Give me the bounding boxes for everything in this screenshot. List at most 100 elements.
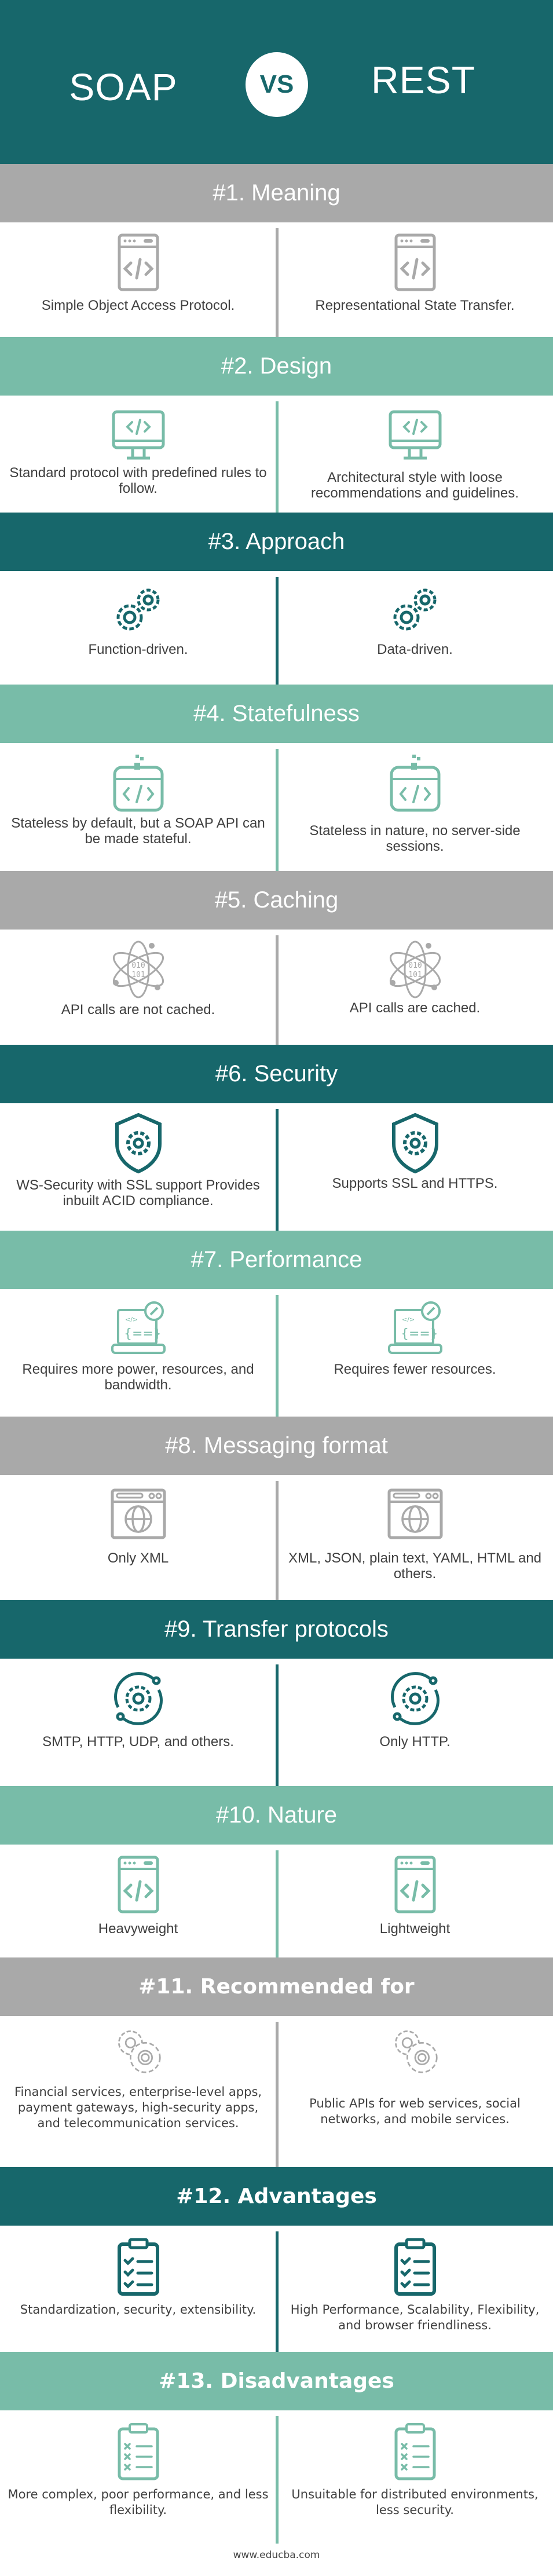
soap-column: Stateless by default, but a SOAP API can… — [0, 743, 276, 871]
section-title: #13. Disadvantages — [0, 2352, 553, 2410]
rest-column: Data-driven. — [277, 571, 553, 685]
code-window-pixels-icon — [390, 755, 440, 812]
clipboard-x-icon — [118, 2423, 159, 2480]
soap-description: Requires more power, resources, and band… — [22, 1362, 254, 1393]
section-body: Standardization, security, extensibility… — [0, 2226, 553, 2352]
shield-gear-icon — [391, 1113, 438, 1174]
soap-description: Only XML — [107, 1550, 169, 1566]
column-divider — [276, 401, 279, 513]
rest-title: REST — [371, 58, 476, 101]
code-window-icon — [118, 1856, 159, 1913]
hero-header: SOAP VS REST — [0, 0, 553, 164]
section-12: #12. Advantages Standardization, securit… — [0, 2167, 553, 2352]
soap-description: More complex, poor performance, and less… — [8, 2487, 269, 2517]
footer-site: www.educba.com — [233, 2549, 320, 2561]
browser-globe-icon — [111, 1488, 166, 1539]
rest-description: API calls are cached. — [349, 1000, 481, 1016]
section-body: Function-driven. Data-driven. — [0, 571, 553, 685]
soap-column: More complex, poor performance, and less… — [0, 2410, 276, 2544]
section-title: #6. Security — [0, 1045, 553, 1103]
section-title: #2. Design — [0, 337, 553, 396]
section-body: Standard protocol with predefined rules … — [0, 396, 553, 513]
soap-description: Heavyweight — [98, 1921, 178, 1937]
gears-icon — [116, 588, 159, 631]
code-window-pixels-icon — [113, 755, 163, 812]
soap-description: WS-Security with SSL support Provides in… — [16, 1177, 260, 1209]
laptop-code-icon: </> {==} — [387, 1301, 442, 1354]
column-divider — [276, 1295, 279, 1417]
soap-column: Only XML — [0, 1475, 276, 1600]
soap-column: WS-Security with SSL support Provides in… — [0, 1103, 276, 1231]
soap-column: SMTP, HTTP, UDP, and others. — [0, 1659, 276, 1786]
rest-description: Unsuitable for distributed environments,… — [291, 2487, 539, 2517]
shield-gear-icon — [115, 1113, 162, 1174]
rest-description: Architectural style with loose recommend… — [311, 470, 519, 501]
section-title: #7. Performance — [0, 1231, 553, 1289]
soap-description: SMTP, HTTP, UDP, and others. — [42, 1734, 234, 1750]
rest-column: High Performance, Scalability, Flexibili… — [277, 2226, 553, 2352]
soap-description: Stateless by default, but a SOAP API can… — [11, 815, 265, 847]
soap-description: API calls are not cached. — [61, 1002, 215, 1018]
rest-column: Architectural style with loose recommend… — [277, 396, 553, 513]
laptop-code-icon: </> {==} — [111, 1301, 166, 1354]
rest-description: Requires fewer resources. — [334, 1362, 496, 1377]
section-title: #3. Approach — [0, 513, 553, 571]
section-2: #2. Design Standard protocol with predef… — [0, 337, 553, 513]
section-body: Financial services, enterprise-level app… — [0, 2016, 553, 2167]
section-1: #1. Meaning Simple Object Access Protoco… — [0, 164, 553, 337]
section-11: #11. Recommended for Financial services,… — [0, 1957, 553, 2167]
rest-description: Lightweight — [379, 1921, 451, 1937]
clipboard-x-icon — [394, 2423, 435, 2480]
section-title: #12. Advantages — [0, 2167, 553, 2226]
column-divider — [276, 1109, 279, 1231]
rest-column: Supports SSL and HTTPS. — [277, 1103, 553, 1231]
gear-cycle-icon — [113, 1672, 163, 1725]
section-6: #6. Security WS-Security with SSL suppor… — [0, 1045, 553, 1231]
gear-cycle-icon — [390, 1672, 440, 1725]
svg-text:{==}: {==} — [124, 1327, 162, 1341]
rest-description: Only HTTP. — [379, 1734, 451, 1750]
svg-text:101: 101 — [131, 971, 145, 979]
monitor-code-icon — [112, 410, 164, 460]
soap-column: Function-driven. — [0, 571, 276, 685]
soap-description: Financial services, enterprise-level app… — [14, 2085, 262, 2130]
section-4: #4. Statefulness Stateless by default, b… — [0, 685, 553, 871]
section-title: #1. Meaning — [0, 164, 553, 222]
soap-description: Simple Object Access Protocol. — [41, 298, 235, 313]
soap-column: Standardization, security, extensibility… — [0, 2226, 276, 2352]
svg-text:</>: </> — [125, 1316, 138, 1323]
rest-column: Only HTTP. — [277, 1659, 553, 1786]
soap-description: Function-driven. — [88, 642, 188, 657]
gears-outline-icon — [118, 2030, 161, 2073]
section-body: WS-Security with SSL support Provides in… — [0, 1103, 553, 1231]
monitor-code-icon — [389, 410, 441, 460]
section-body: Simple Object Access Protocol. Represent… — [0, 222, 553, 337]
soap-title: SOAP — [69, 65, 178, 108]
section-title: #11. Recommended for — [0, 1957, 553, 2016]
clipboard-check-icon — [117, 2238, 159, 2296]
section-8: #8. Messaging format Only XML XML, JSON,… — [0, 1417, 553, 1600]
rest-column: Lightweight — [277, 1845, 553, 1957]
section-body: Stateless by default, but a SOAP API can… — [0, 743, 553, 871]
code-window-icon — [394, 233, 435, 291]
svg-text:101: 101 — [408, 971, 422, 979]
soap-description: Standard protocol with predefined rules … — [9, 465, 267, 496]
soap-description: Standardization, security, extensibility… — [20, 2303, 257, 2317]
rest-column: Representational State Transfer. — [277, 222, 553, 337]
svg-text:{==}: {==} — [401, 1327, 438, 1341]
clipboard-check-icon — [394, 2238, 436, 2296]
rest-description: Stateless in nature, no server-side sess… — [309, 823, 521, 854]
rest-description: High Performance, Scalability, Flexibili… — [290, 2303, 540, 2332]
column-divider — [276, 2416, 279, 2544]
svg-text:</>: </> — [402, 1316, 415, 1323]
rest-description: Supports SSL and HTTPS. — [332, 1176, 498, 1191]
section-title: #4. Statefulness — [0, 685, 553, 743]
section-title: #5. Caching — [0, 871, 553, 930]
rest-column: Public APIs for web services, social net… — [277, 2016, 553, 2167]
rest-description: XML, JSON, plain text, YAML, HTML and ot… — [288, 1550, 542, 1582]
section-13: #13. Disadvantages More complex, poor pe… — [0, 2352, 553, 2544]
column-divider — [276, 749, 279, 871]
